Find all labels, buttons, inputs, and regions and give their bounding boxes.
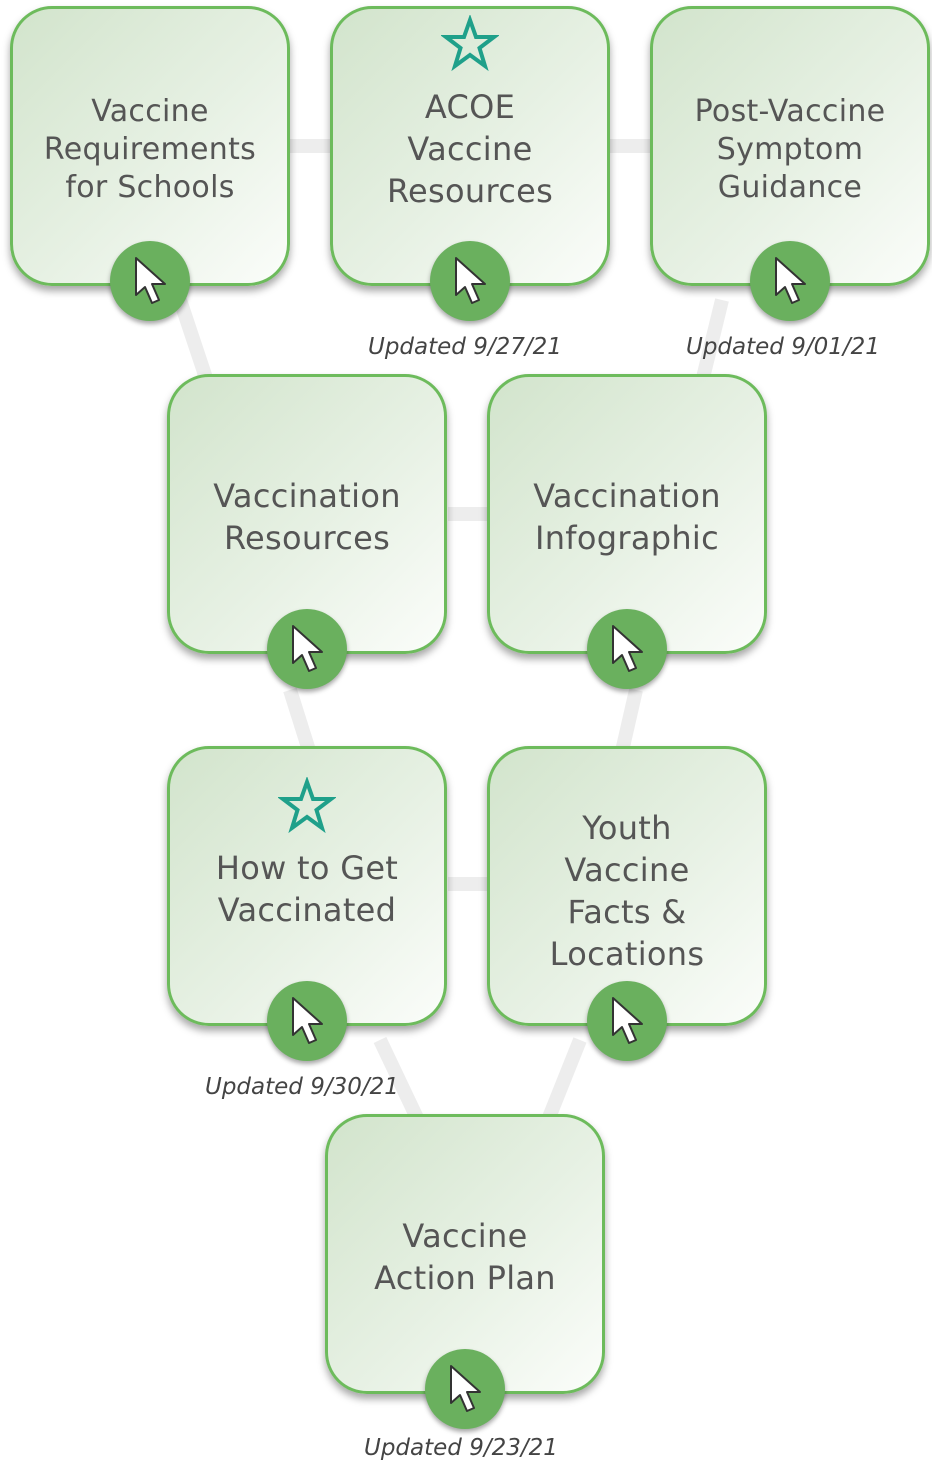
tile-vaccine-action-plan[interactable]: Vaccine Action Plan — [325, 1114, 605, 1429]
cursor-arrow-icon[interactable] — [425, 1349, 505, 1429]
tile-label: ACOE Vaccine Resources — [386, 88, 554, 210]
tile-label: Post-Vaccine Symptom Guidance — [694, 94, 886, 205]
tile-post-vaccine-symptom[interactable]: Post-Vaccine Symptom Guidance — [650, 6, 930, 321]
cursor-arrow-icon[interactable] — [267, 981, 347, 1061]
tile-label: Vaccination Resources — [213, 477, 401, 557]
updated-date: Updated 9/30/21 — [205, 1074, 399, 1100]
tile-label: Vaccine Requirements for Schools — [43, 94, 257, 205]
cursor-arrow-icon[interactable] — [267, 609, 347, 689]
star-outline-icon — [441, 15, 499, 72]
updated-date: Updated 9/01/21 — [686, 334, 880, 360]
tile-vaccination-resources[interactable]: Vaccination Resources — [167, 374, 447, 689]
tile-youth-vaccine-facts[interactable]: Youth Vaccine Facts & Locations — [487, 746, 767, 1061]
tile-vaccine-requirements[interactable]: Vaccine Requirements for Schools — [10, 6, 290, 321]
cursor-arrow-icon[interactable] — [587, 609, 667, 689]
star-outline-icon — [278, 777, 336, 834]
updated-date: Updated 9/27/21 — [368, 334, 562, 360]
cursor-arrow-icon[interactable] — [750, 241, 830, 321]
tile-how-to-get-vaccinated[interactable]: How to Get Vaccinated — [167, 746, 447, 1061]
cursor-arrow-icon[interactable] — [587, 981, 667, 1061]
tile-label: How to Get Vaccinated — [215, 849, 399, 929]
tile-label: Vaccination Infographic — [533, 477, 721, 557]
tile-acoe-vaccine-resources[interactable]: ACOE Vaccine Resources — [330, 6, 610, 321]
tile-label: Youth Vaccine Facts & Locations — [549, 809, 705, 973]
cursor-arrow-icon[interactable] — [430, 241, 510, 321]
tile-vaccination-infographic[interactable]: Vaccination Infographic — [487, 374, 767, 689]
cursor-arrow-icon[interactable] — [110, 241, 190, 321]
updated-date: Updated 9/23/21 — [364, 1435, 558, 1461]
tile-label: Vaccine Action Plan — [374, 1217, 556, 1297]
